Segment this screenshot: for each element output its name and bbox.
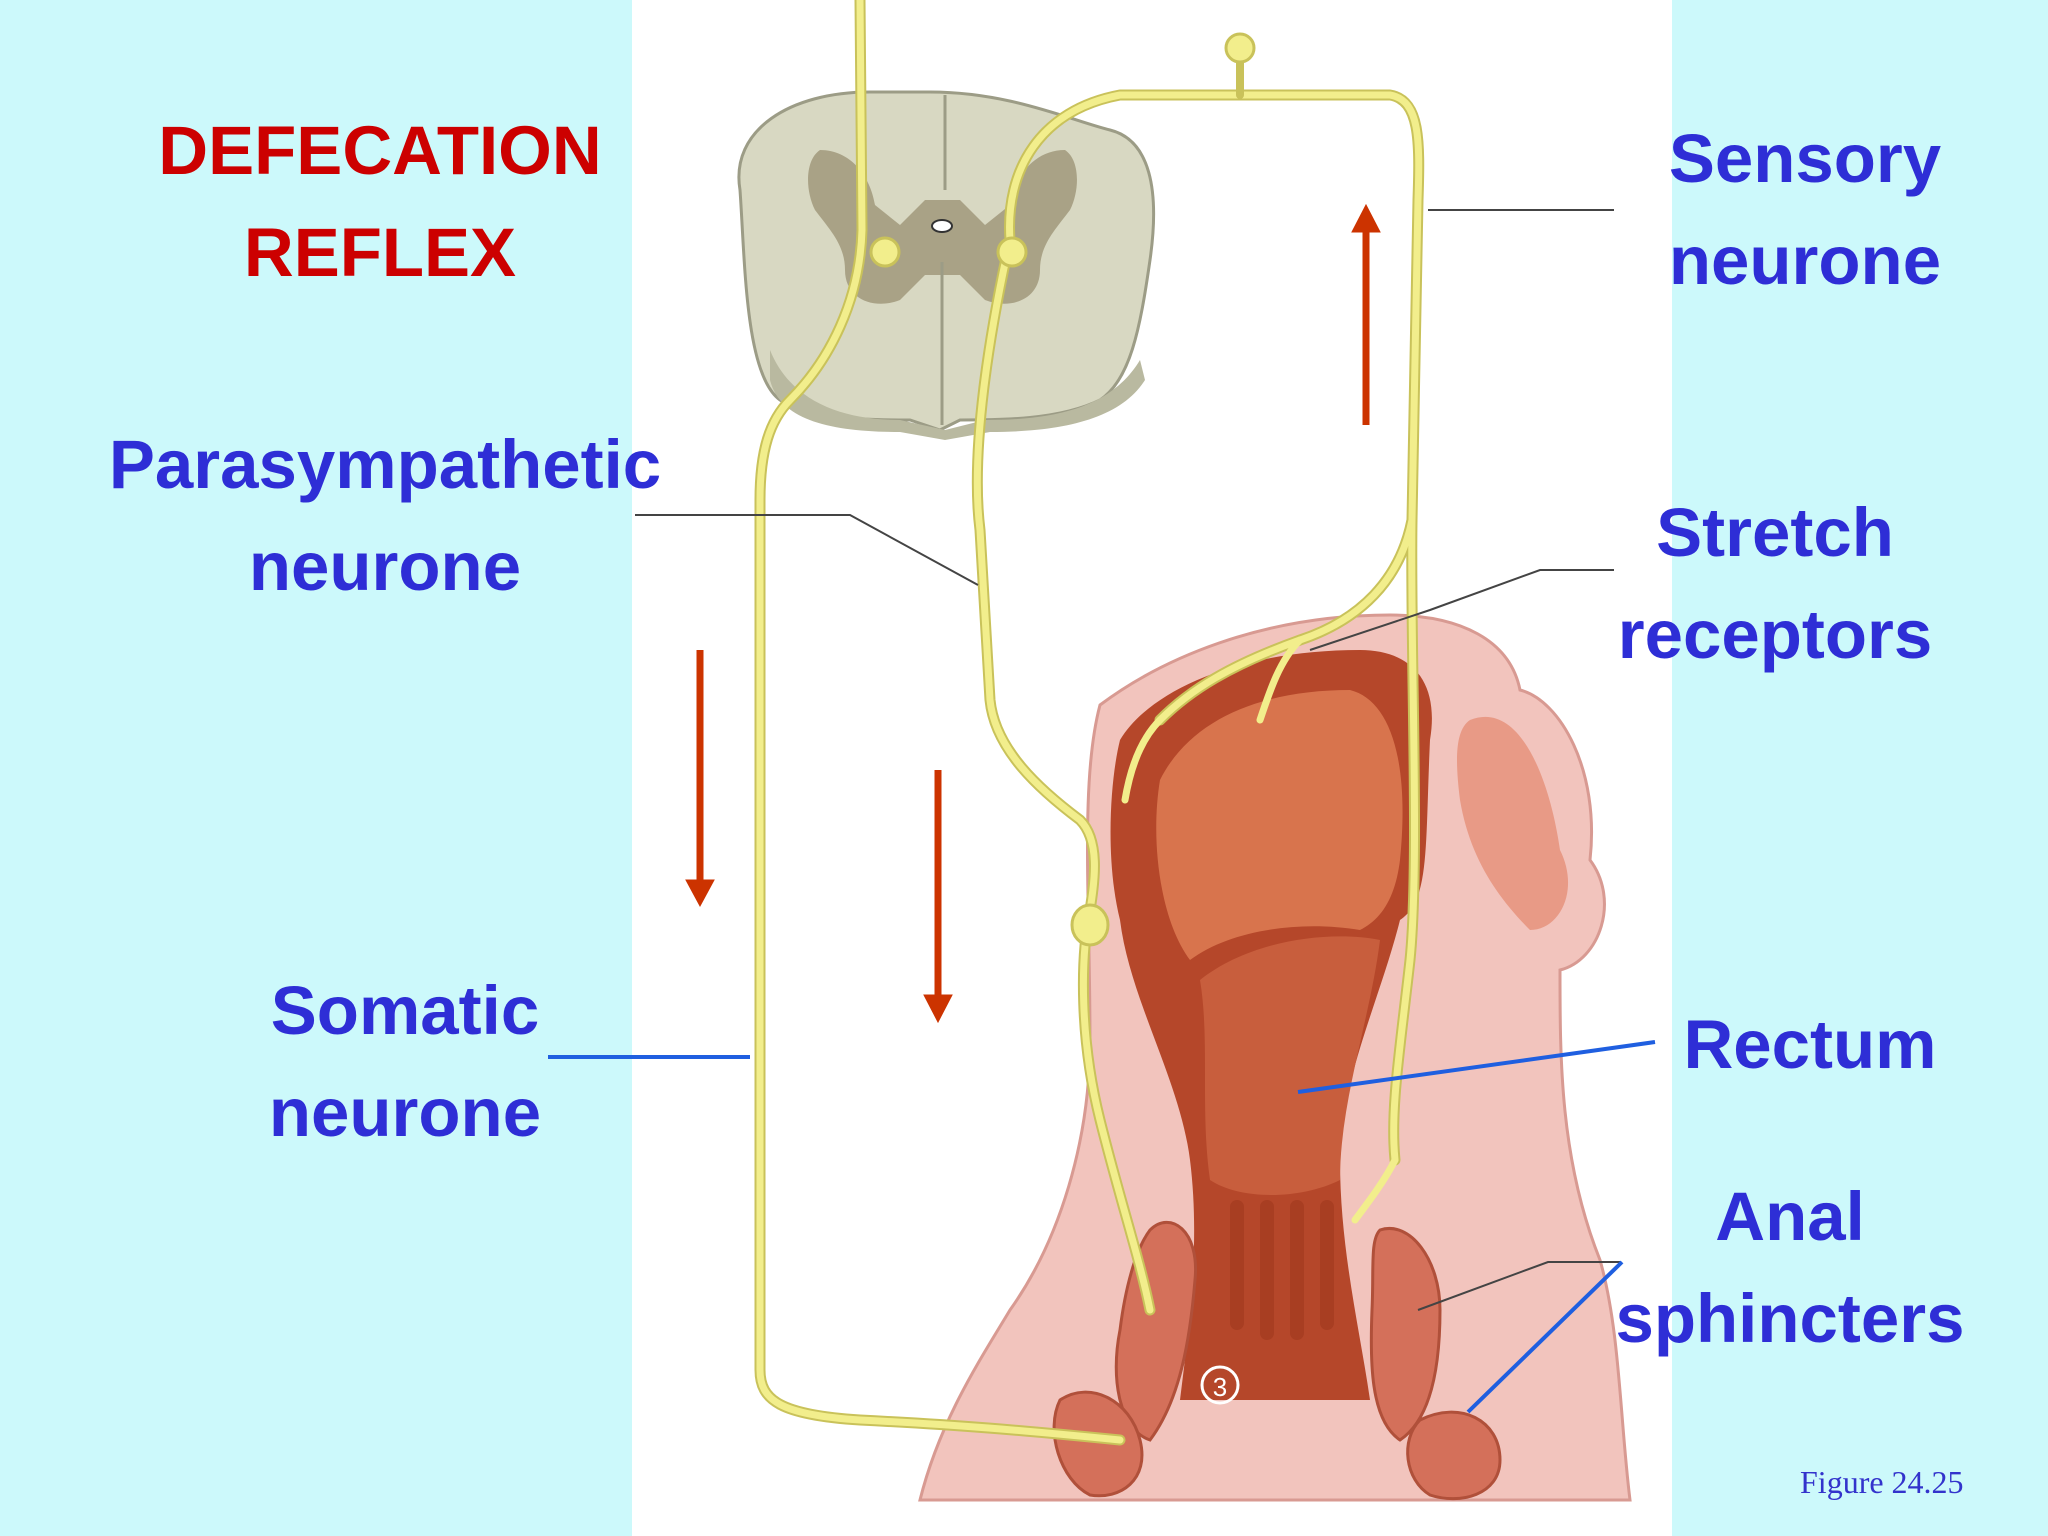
somatic-neurone-path: [756, 0, 1124, 1444]
label-parasympathetic-line-2: neurone: [248, 528, 522, 605]
label-parasympathetic-neurone: Parasympathetic neurone: [75, 414, 695, 618]
label-anal-sphincters: Anal sphincters: [1595, 1166, 1985, 1370]
label-sensory-line-2: neurone: [1668, 222, 1942, 299]
sensory-ganglion: [1224, 32, 1256, 64]
sensory-neurone-path: [1006, 91, 1423, 724]
label-stretch-receptors: Stretch receptors: [1590, 482, 1960, 686]
slide-title: DEFECATION REFLEX: [90, 100, 670, 304]
muscle-marker-circle: [1200, 1365, 1240, 1405]
parasympathetic-leader: [635, 514, 979, 586]
parasympathetic-neurone-path: [973, 236, 1098, 914]
parasympathetic-ganglion: [1070, 903, 1110, 947]
right-sphincter-muscle: [1369, 1227, 1502, 1501]
leader-lines: [548, 209, 1656, 1414]
label-stretch-line-1: Stretch: [1656, 494, 1894, 571]
label-somatic-line-2: neurone: [268, 1074, 542, 1151]
stretch-leader: [1309, 569, 1614, 651]
label-parasympathetic-line-1: Parasympathetic: [108, 426, 662, 503]
label-rectum: Rectum: [1660, 994, 1960, 1096]
spinal-cord-section: [737, 90, 1156, 440]
label-sensory-line-1: Sensory: [1668, 120, 1942, 197]
rectum-leader: [1297, 1040, 1656, 1094]
motor-cell-body: [869, 236, 901, 268]
title-line-2: REFLEX: [243, 214, 517, 291]
label-anal-line-2: sphincters: [1615, 1280, 1965, 1357]
sphincter-leader-blue: [1466, 1260, 1624, 1414]
direction-arrows: [685, 203, 1381, 1024]
label-rectum-text: Rectum: [1683, 1006, 1937, 1083]
figure-reference: Figure 24.25: [1800, 1464, 1964, 1500]
label-somatic-neurone: Somatic neurone: [240, 960, 570, 1164]
muscle-marker-text: 3: [1213, 1372, 1227, 1402]
interneuron-cell-body: [996, 236, 1028, 268]
label-sensory-neurone: Sensory neurone: [1630, 108, 1980, 312]
left-sphincter-muscle: [1052, 1220, 1198, 1498]
nerve-pathways: [754, 0, 1425, 1446]
title-line-1: DEFECATION: [158, 112, 602, 189]
label-stretch-line-2: receptors: [1617, 596, 1933, 673]
rectum-anatomy: 3: [918, 613, 1632, 1502]
label-anal-line-1: Anal: [1715, 1178, 1865, 1255]
sphincter-leader-gray: [1417, 1261, 1620, 1311]
anal-columns: [1230, 1200, 1334, 1340]
label-somatic-line-1: Somatic: [270, 972, 540, 1049]
